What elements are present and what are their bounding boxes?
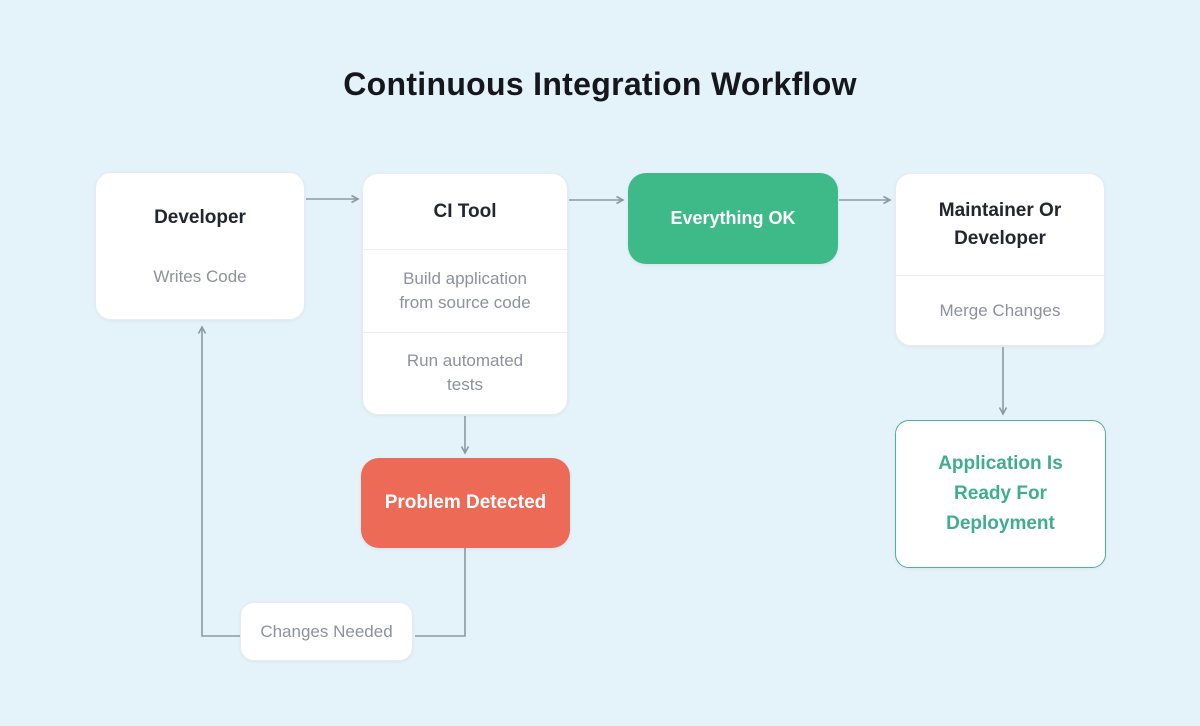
ci-tool-step-row: Build application from source code (363, 249, 567, 332)
maintainer-title-section: Maintainer Or Developer (896, 174, 1104, 276)
developer-title: Developer (154, 206, 246, 228)
diagram-title: Continuous Integration Workflow (343, 66, 857, 102)
maintainer-title: Maintainer Or Developer (938, 199, 1062, 249)
arrow-changes-needed-to-developer (197, 325, 240, 637)
node-changes-needed: Changes Needed (240, 602, 413, 661)
connector-problem-detected-to-changes-needed (415, 548, 466, 637)
ci-tool-title: CI Tool (433, 200, 497, 222)
node-problem-detected: Problem Detected (361, 458, 570, 548)
node-ci-tool: CI Tool Build application from source co… (362, 173, 568, 415)
problem-detected-label: Problem Detected (384, 492, 547, 513)
node-everything-ok: Everything OK (628, 173, 838, 264)
node-developer: Developer Writes Code (95, 172, 305, 320)
ci-tool-step1: Build application from source code (399, 268, 531, 312)
everything-ok-label: Everything OK (670, 208, 796, 228)
node-maintainer: Maintainer Or Developer Merge Changes (895, 173, 1105, 346)
maintainer-subtitle: Merge Changes (939, 300, 1061, 320)
ci-tool-step-row: Run automated tests (363, 331, 567, 415)
node-application-ready: Application Is Ready For Deployment (895, 420, 1106, 568)
changes-needed-label: Changes Needed (260, 621, 393, 641)
ci-tool-step2: Run automated tests (406, 351, 524, 395)
application-ready-label: Application Is Ready For Deployment (938, 453, 1063, 534)
developer-subtitle: Writes Code (153, 266, 247, 286)
ci-tool-title-row: CI Tool (363, 174, 567, 249)
maintainer-subtitle-section: Merge Changes (896, 276, 1104, 345)
